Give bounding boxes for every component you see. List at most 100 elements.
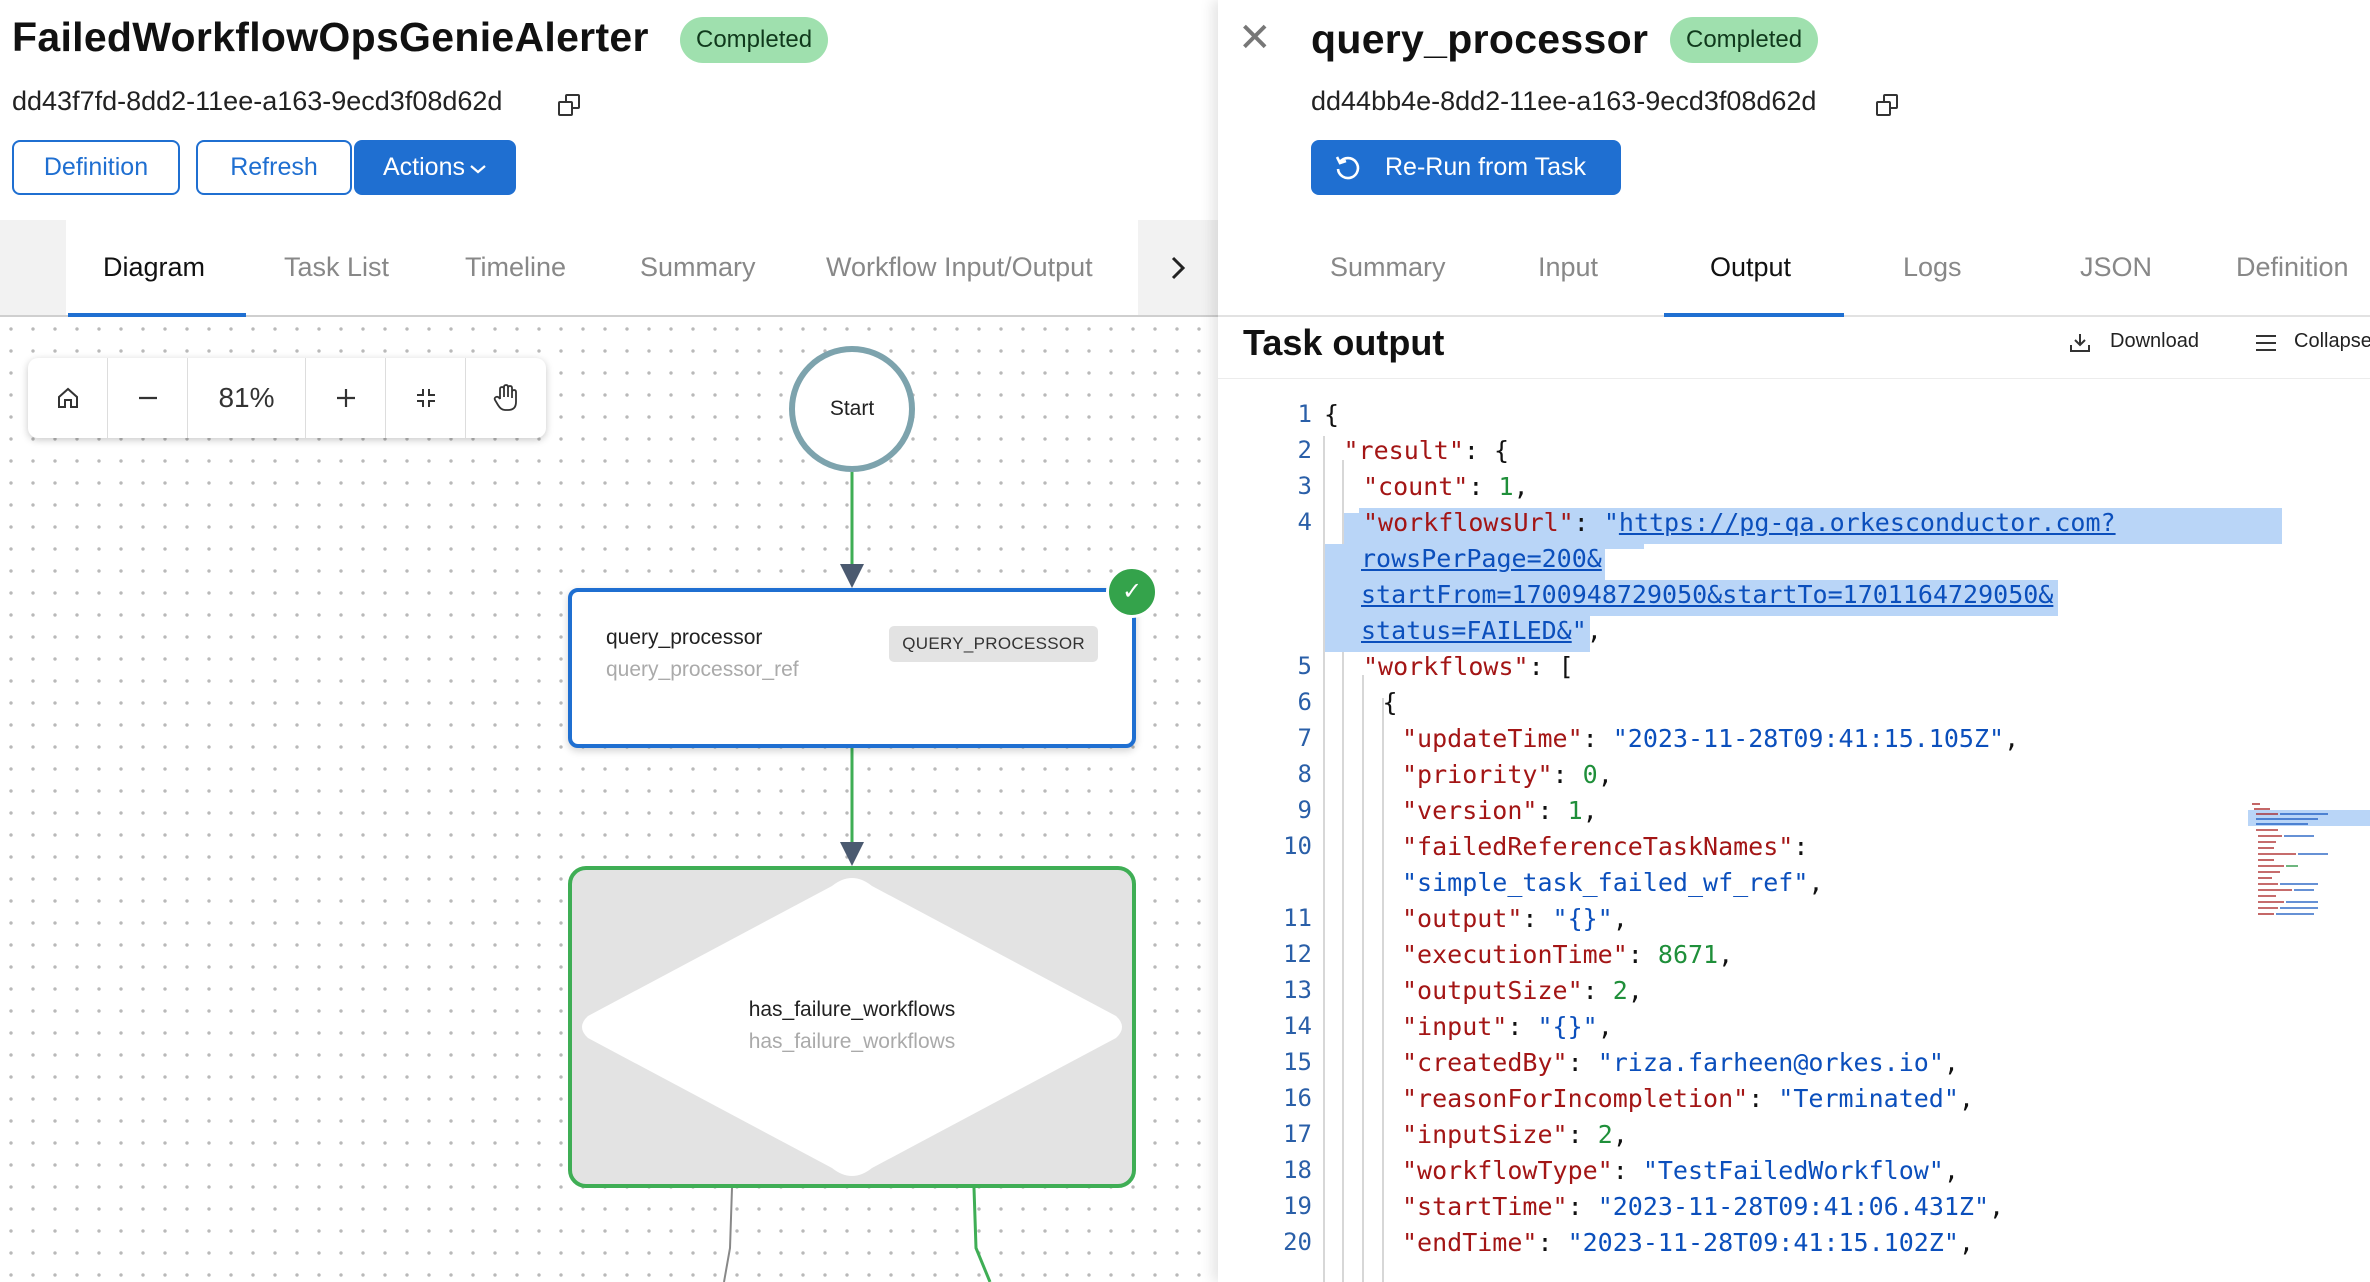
check-icon: ✓: [1106, 566, 1158, 618]
json-line: "outputSize": 2,: [1402, 976, 1643, 1005]
tab-output[interactable]: Output: [1710, 252, 1792, 282]
json-line: "workflowType": "TestFailedWorkflow",: [1402, 1156, 1959, 1185]
download-button[interactable]: Download: [2110, 330, 2199, 352]
json-line: "endTime": "2023-11-28T09:41:15.102Z",: [1402, 1228, 1974, 1257]
switch-node-has-failure-workflows[interactable]: [568, 866, 1136, 1188]
chevron-down-icon: [470, 165, 486, 174]
tab-logs[interactable]: Logs: [1903, 252, 1962, 282]
json-line: "failedReferenceTaskNames":: [1402, 832, 1809, 861]
json-viewer[interactable]: 1{2"result": {3"count": 1,4"workflowsUrl…: [1218, 400, 2370, 1282]
chevron-right-icon: [1171, 256, 1186, 280]
task-output-heading: Task output: [1243, 322, 1445, 363]
json-line: "result": {: [1343, 436, 1510, 465]
json-line: "priority": 0,: [1402, 760, 1613, 789]
line-number: 4: [1297, 508, 1312, 536]
line-number: 14: [1283, 1012, 1312, 1040]
json-line: "startTime": "2023-11-28T09:41:06.431Z",: [1402, 1192, 2005, 1221]
actions-button-label: Actions: [383, 153, 465, 181]
json-line: "updateTime": "2023-11-28T09:41:15.105Z"…: [1402, 724, 2020, 753]
zoom-level: 81%: [188, 358, 306, 438]
json-line: "executionTime": 8671,: [1402, 940, 1734, 969]
workflow-id: dd43f7fd-8dd2-11ee-a163-9ecd3f08d62d: [12, 86, 503, 116]
task-detail-panel: ✕ query_processor Completed dd44bb4e-8dd…: [1218, 0, 2370, 1282]
code-minimap[interactable]: [2248, 800, 2370, 930]
line-number: 5: [1297, 652, 1312, 680]
task-type-tag: QUERY_PROCESSOR: [889, 626, 1098, 662]
refresh-button[interactable]: Refresh: [196, 140, 352, 195]
tabs-left-gutter: [0, 220, 66, 315]
minus-icon: [138, 396, 157, 400]
line-number: 11: [1283, 904, 1312, 932]
workflows-url-link[interactable]: startFrom=1700948729050&startTo=17011647…: [1361, 580, 2054, 609]
workflow-tabs: Diagram Task List Timeline Summary Workf…: [0, 220, 1218, 317]
line-number: 7: [1297, 724, 1312, 752]
task-node-query-processor[interactable]: query_processor query_processor_ref QUER…: [568, 588, 1136, 748]
json-line: "version": 1,: [1402, 796, 1598, 825]
tab-task-list[interactable]: Task List: [284, 252, 390, 282]
line-number: 13: [1283, 976, 1312, 1004]
workflow-pane: FailedWorkflowOpsGenieAlerter Completed …: [0, 14, 1218, 1282]
rerun-icon: [1335, 156, 1360, 180]
line-number: 12: [1283, 940, 1312, 968]
copy-icon[interactable]: [1876, 94, 1898, 116]
line-number: 3: [1297, 472, 1312, 500]
tab-definition[interactable]: Definition: [2236, 252, 2349, 282]
tab-workflow-input-output[interactable]: Workflow Input/Output: [826, 252, 1093, 282]
tab-summary[interactable]: Summary: [640, 252, 756, 282]
workflows-url-link[interactable]: status=FAILED&: [1361, 616, 1572, 645]
home-icon: [57, 387, 78, 408]
json-line-wrap: rowsPerPage=200&: [1361, 544, 1602, 573]
tabs-scroll-right-button[interactable]: [1138, 220, 1218, 315]
tab-timeline[interactable]: Timeline: [465, 252, 567, 282]
definition-button[interactable]: Definition: [12, 140, 180, 195]
selection-highlight: [1325, 580, 2058, 616]
json-line: "input": "{}",: [1402, 1012, 1613, 1041]
start-node[interactable]: Start: [789, 346, 915, 472]
zoom-in-button[interactable]: [306, 358, 386, 438]
tab-json[interactable]: JSON: [2080, 252, 2153, 282]
json-line: "workflows": [: [1363, 652, 1574, 681]
pan-mode-button[interactable]: [466, 358, 546, 438]
copy-icon[interactable]: [558, 94, 580, 116]
minimap-preview: [2248, 803, 2370, 915]
line-number: 16: [1283, 1084, 1312, 1112]
line-number: 6: [1297, 688, 1312, 716]
json-line: "createdBy": "riza.farheen@orkes.io",: [1402, 1048, 1959, 1077]
line-number: 9: [1297, 796, 1312, 824]
download-icon: [2070, 334, 2090, 352]
rerun-from-task-button[interactable]: Re-Run from Task: [1311, 140, 1621, 195]
actions-button[interactable]: Actions: [354, 140, 516, 195]
task-status-badge: Completed: [1670, 17, 1819, 63]
collapse-button[interactable]: Collapse: [2294, 330, 2370, 352]
selection-highlight: [1325, 544, 1605, 580]
fit-to-screen-button[interactable]: [386, 358, 466, 438]
diamond-shape: [582, 878, 1122, 1176]
json-line: "reasonForIncompletion": "Terminated",: [1402, 1084, 1974, 1113]
line-number: 17: [1283, 1120, 1312, 1148]
json-line: "count": 1,: [1363, 472, 1529, 501]
zoom-out-button[interactable]: [108, 358, 188, 438]
fit-icon: [416, 389, 435, 407]
home-button[interactable]: [28, 358, 108, 438]
workflows-url-link[interactable]: https://pg-qa.orkesconductor.com?: [1618, 508, 2116, 537]
tab-summary[interactable]: Summary: [1330, 252, 1446, 282]
workflows-url-link[interactable]: rowsPerPage=200&: [1361, 544, 1602, 573]
line-number: 18: [1283, 1156, 1312, 1184]
line-number: 19: [1283, 1192, 1312, 1220]
json-line: {: [1324, 400, 1340, 429]
tab-diagram[interactable]: Diagram: [103, 252, 206, 282]
close-icon[interactable]: ✕: [1238, 16, 1272, 60]
tab-input[interactable]: Input: [1538, 252, 1599, 282]
zoom-toolbar: 81%: [28, 358, 546, 438]
divider: [1218, 378, 2370, 379]
line-number: 8: [1297, 760, 1312, 788]
json-line-wrap: "simple_task_failed_wf_ref",: [1402, 868, 1824, 897]
json-line: {: [1382, 688, 1398, 717]
indent-guide: [1382, 698, 1384, 1282]
line-number: 1: [1297, 400, 1312, 428]
task-tabs: Summary Input Output Logs JSON Definitio…: [1218, 220, 2370, 317]
task-node-ref: query_processor_ref: [606, 658, 799, 681]
active-tab-indicator: [1664, 313, 1844, 317]
switch-node-name: has_failure_workflows: [748, 998, 956, 1021]
diagram-canvas[interactable]: 81% Start query_processor query_processo…: [0, 318, 1218, 1282]
